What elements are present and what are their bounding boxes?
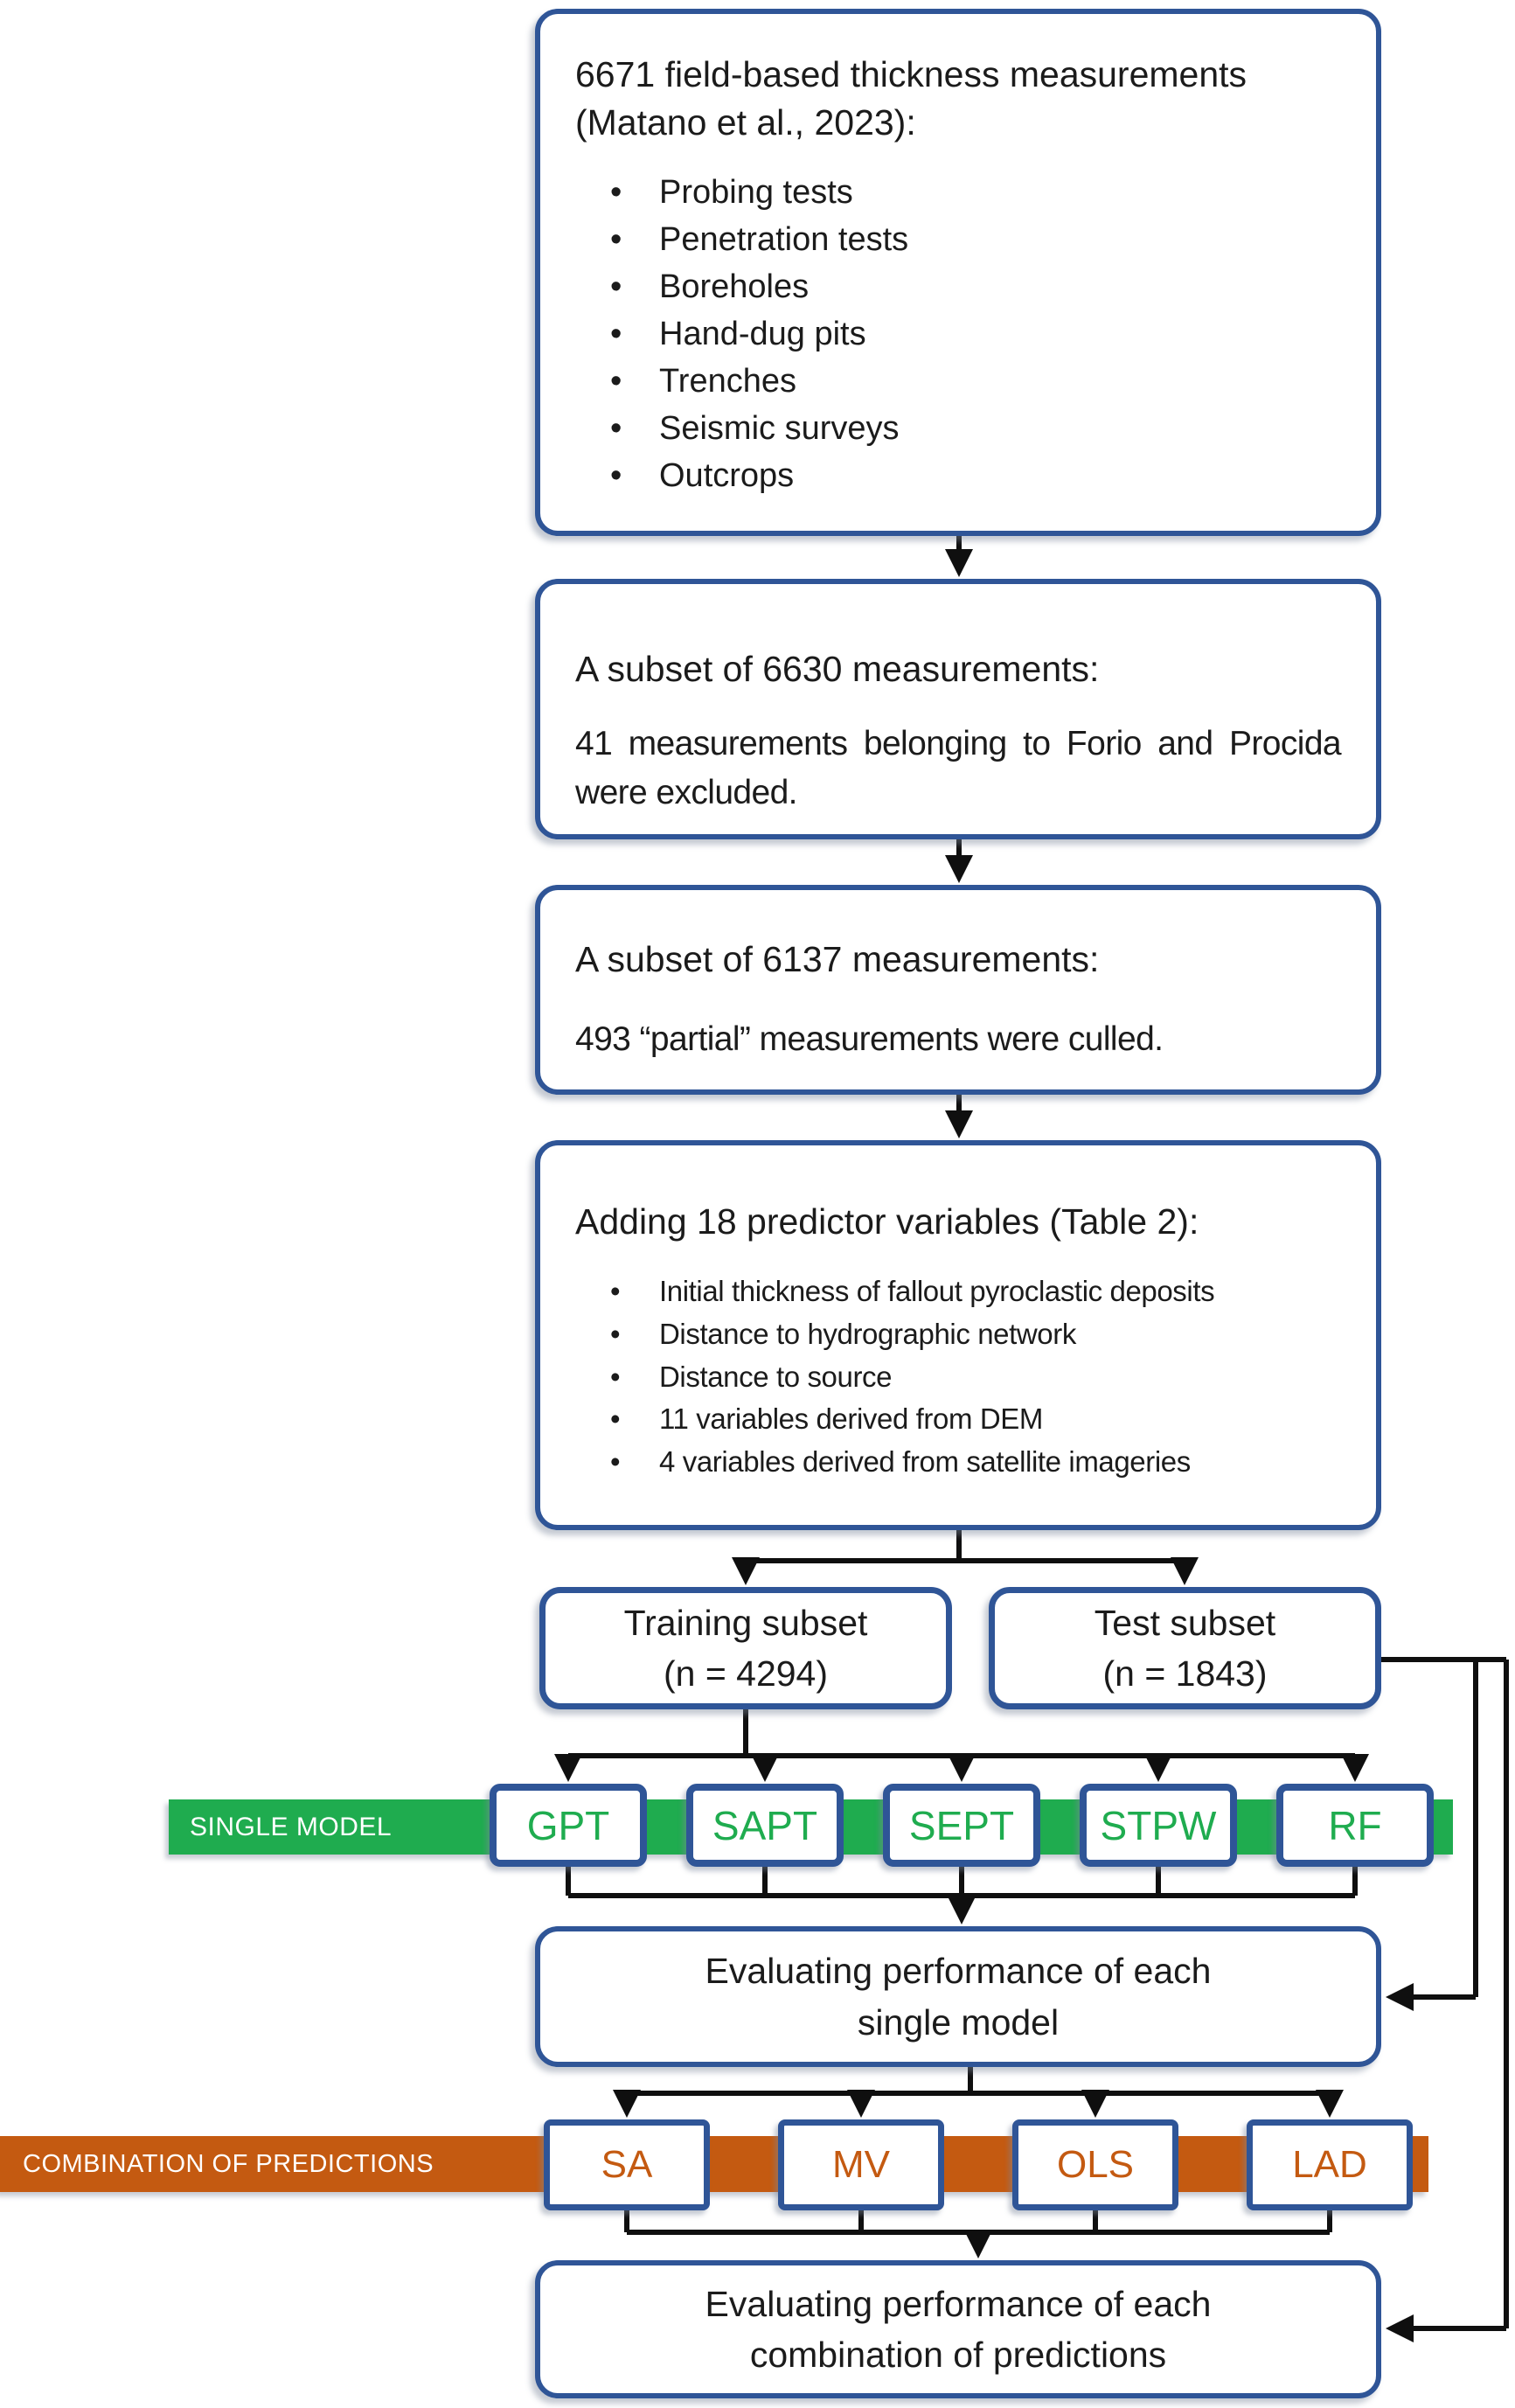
bullet-dot-icon: •: [610, 456, 622, 494]
bullet-item: • Penetration tests: [575, 217, 1341, 264]
bullet-dot-icon: •: [610, 268, 622, 305]
test-label: Test subset: [1094, 1602, 1276, 1643]
bullet-dot-icon: •: [610, 315, 622, 352]
model-label: STPW: [1100, 1802, 1217, 1848]
model-row: GPT SAPT SEPT STPW RF: [490, 1784, 1434, 1867]
box-subset-6630: A subset of 6630 measurements: 41 measur…: [535, 579, 1381, 839]
box-training-subset: Training subset (n = 4294): [539, 1587, 952, 1709]
bullet-text: Boreholes: [659, 268, 810, 305]
bullet-item: • Boreholes: [575, 264, 1341, 311]
box-eval-combination: Evaluating performance of each combinati…: [535, 2260, 1381, 2398]
model-label: GPT: [526, 1802, 610, 1848]
bullet-item: • Outcrops: [575, 453, 1341, 500]
eval-combination-line2: combination of predictions: [749, 2335, 1167, 2375]
predictors-bullet-list: • Initial thickness of fallout pyroclast…: [575, 1270, 1341, 1484]
source-title-line1: 6671 field-based thickness measurements: [575, 54, 1247, 94]
bullet-item: • Seismic surveys: [575, 406, 1341, 453]
bullet-text: Penetration tests: [659, 220, 909, 258]
subset6630-body: 41 measurements belonging to Forio and P…: [575, 724, 1342, 812]
bullet-dot-icon: •: [610, 409, 622, 447]
method-label: LAD: [1292, 2143, 1367, 2186]
box-test-subset: Test subset (n = 1843): [989, 1587, 1381, 1709]
box-subset-6137: A subset of 6137 measurements: 493 “part…: [535, 885, 1381, 1095]
model-box: GPT: [490, 1784, 647, 1867]
bullet-text: Distance to source: [659, 1360, 893, 1393]
method-box: SA: [544, 2119, 710, 2210]
bullet-dot-icon: •: [610, 1445, 621, 1479]
model-label: SEPT: [908, 1802, 1015, 1848]
eval-combination-line1: Evaluating performance of each: [705, 2283, 1212, 2324]
test-count: (n = 1843): [1102, 1653, 1268, 1694]
bullet-item: • Distance to hydrographic network: [575, 1313, 1341, 1356]
single-model-band-label: SINGLE MODEL: [190, 1812, 393, 1841]
bullet-text: Hand-dug pits: [659, 315, 866, 352]
bullet-dot-icon: •: [610, 220, 622, 258]
bullet-dot-icon: •: [610, 1402, 621, 1436]
bullet-text: Initial thickness of fallout pyroclastic…: [659, 1274, 1215, 1307]
box-eval-single-model: Evaluating performance of each single mo…: [535, 1926, 1381, 2067]
method-label: MV: [832, 2143, 890, 2186]
combination-band-label: COMBINATION OF PREDICTIONS: [23, 2149, 434, 2178]
training-label: Training subset: [623, 1602, 868, 1643]
source-bullet-list: • Probing tests • Penetration tests • Bo…: [575, 170, 1341, 500]
bullet-text: Trenches: [659, 362, 796, 400]
model-box: RF: [1276, 1784, 1434, 1867]
bullet-dot-icon: •: [610, 362, 622, 400]
bullet-item: • Trenches: [575, 358, 1341, 406]
bullet-text: Seismic surveys: [659, 409, 900, 447]
method-box: LAD: [1247, 2119, 1413, 2210]
bullet-text: Outcrops: [659, 456, 795, 494]
model-box: SEPT: [883, 1784, 1040, 1867]
model-label: SAPT: [712, 1802, 818, 1848]
bullet-dot-icon: •: [610, 1317, 621, 1350]
box-predictor-variables: Adding 18 predictor variables (Table 2):…: [535, 1140, 1381, 1530]
bullet-dot-icon: •: [610, 1360, 621, 1393]
combination-band: COMBINATION OF PREDICTIONS: [0, 2136, 1428, 2192]
bullet-text: Distance to hydrographic network: [659, 1317, 1076, 1350]
model-box: STPW: [1080, 1784, 1237, 1867]
box-source-measurements: 6671 field-based thickness measurements …: [535, 9, 1381, 536]
eval-single-line1: Evaluating performance of each: [705, 1951, 1212, 1992]
bullet-item: • Initial thickness of fallout pyroclast…: [575, 1270, 1341, 1313]
bullet-dot-icon: •: [610, 1274, 621, 1307]
subset6137-body: 493 “partial” measurements were culled.: [575, 1020, 1164, 1058]
bullet-text: 4 variables derived from satellite image…: [659, 1445, 1191, 1479]
bullet-item: • 11 variables derived from DEM: [575, 1398, 1341, 1441]
method-box: MV: [778, 2119, 944, 2210]
model-label: RF: [1328, 1802, 1382, 1848]
model-box: SAPT: [686, 1784, 844, 1867]
subset6630-title: A subset of 6630 measurements:: [575, 649, 1100, 689]
method-box: OLS: [1012, 2119, 1178, 2210]
predictors-title: Adding 18 predictor variables (Table 2):: [575, 1201, 1199, 1242]
bullet-item: • Hand-dug pits: [575, 311, 1341, 358]
subset6137-title: A subset of 6137 measurements:: [575, 939, 1100, 979]
bullet-item: • 4 variables derived from satellite ima…: [575, 1441, 1341, 1484]
source-title-line2: (Matano et al., 2023):: [575, 101, 916, 143]
bullet-text: Probing tests: [659, 173, 853, 211]
method-row: SA MV OLS LAD: [544, 2119, 1413, 2210]
training-count: (n = 4294): [663, 1653, 829, 1694]
eval-single-line2: single model: [857, 2001, 1060, 2043]
method-label: SA: [601, 2143, 653, 2186]
bullet-item: • Probing tests: [575, 170, 1341, 217]
bullet-text: 11 variables derived from DEM: [659, 1402, 1043, 1436]
bullet-item: • Distance to source: [575, 1356, 1341, 1399]
method-label: OLS: [1056, 2143, 1135, 2186]
bullet-dot-icon: •: [610, 173, 622, 211]
